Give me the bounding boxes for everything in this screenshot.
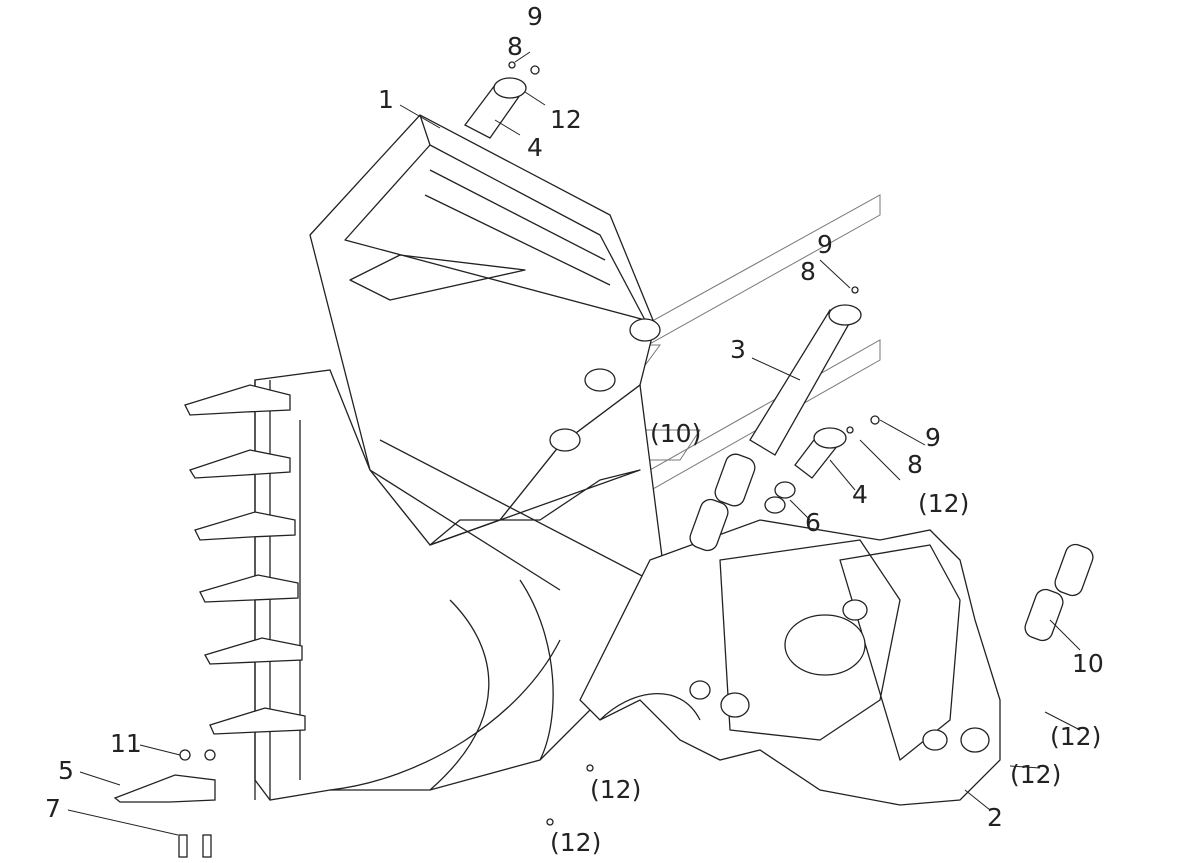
label-8: 8 <box>507 32 523 61</box>
label-12: (12) <box>1050 722 1101 751</box>
label-11: 11 <box>110 729 142 758</box>
label-8: 8 <box>907 450 923 479</box>
label-9: 9 <box>527 2 543 31</box>
label-10: 10 <box>1072 649 1104 678</box>
label-4: 4 <box>527 133 543 162</box>
pins <box>113 61 1094 858</box>
label-8: 8 <box>800 257 816 286</box>
label-9: 9 <box>925 423 941 452</box>
coupler <box>579 519 1001 806</box>
label-12: (12) <box>918 489 969 518</box>
label-12: (12) <box>1010 760 1061 789</box>
part-labels: 9 8 12 1 4 9 8 3 (10) 9 8 (12) 4 6 10 (1… <box>45 2 1104 857</box>
bucket <box>184 114 676 801</box>
label-2: 2 <box>987 803 1003 832</box>
label-7: 7 <box>45 794 61 823</box>
label-9: 9 <box>817 230 833 259</box>
label-4: 4 <box>852 480 868 509</box>
label-1: 1 <box>378 85 394 114</box>
label-5: 5 <box>58 756 74 785</box>
label-3: 3 <box>730 335 746 364</box>
label-12: (12) <box>550 828 601 857</box>
label-6: 6 <box>805 508 821 537</box>
label-12: 12 <box>550 105 582 134</box>
label-12: (12) <box>590 775 641 804</box>
label-10: (10) <box>650 419 701 448</box>
leader-lines <box>67 51 1081 836</box>
bucket-teeth <box>184 384 306 735</box>
